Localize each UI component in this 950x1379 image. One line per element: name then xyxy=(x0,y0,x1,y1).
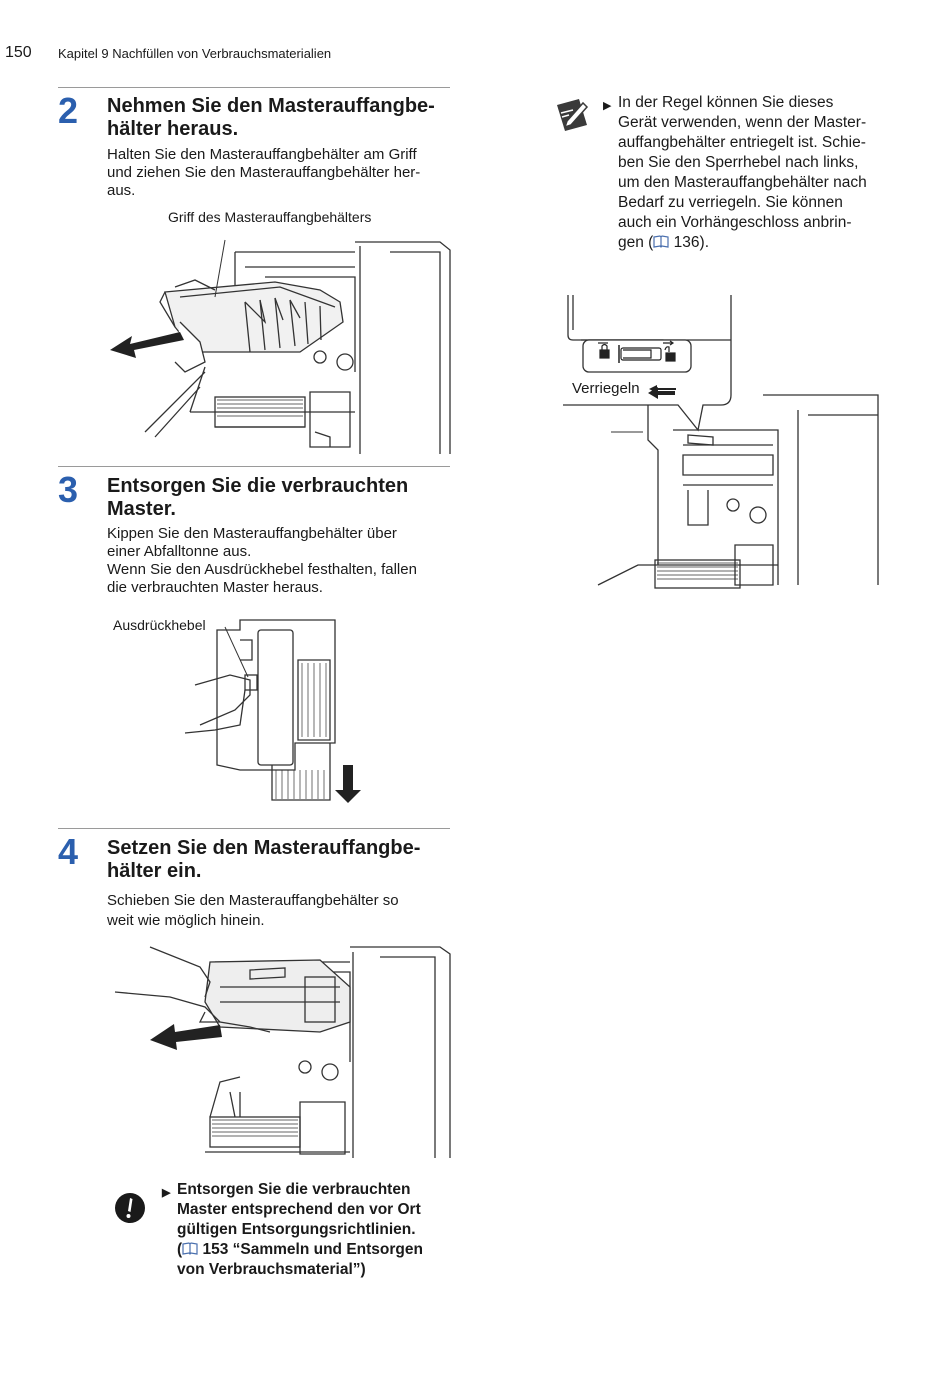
step-title-line: Setzen Sie den Masterauffangbe- xyxy=(107,837,421,859)
step-title-line: Nehmen Sie den Masterauffangbe- xyxy=(107,95,435,117)
step-divider xyxy=(58,828,450,829)
body-line: Wenn Sie den Ausdrückhebel festhalten, f… xyxy=(107,561,417,578)
warning-line: gültigen Entsorgungsrichtlinien. xyxy=(177,1221,416,1238)
note-line: auch ein Vorhängeschloss anbrin- xyxy=(618,214,852,231)
note-line: In der Regel können Sie dieses xyxy=(618,94,834,111)
warning-line: Master entsprechend den vor Ort xyxy=(177,1201,421,1218)
note-line: Bedarf zu verriegeln. Sie können xyxy=(618,194,843,211)
step-title: Entsorgen Sie die verbrauchten Master. xyxy=(107,475,457,521)
step-title-line: hälter ein. xyxy=(107,860,202,882)
page-number: 150 xyxy=(5,44,32,61)
note-line: Gerät verwenden, wenn der Master- xyxy=(618,114,867,131)
note-line: um den Masterauffangbehälter nach xyxy=(618,174,867,191)
body-line: einer Abfalltonne aus. xyxy=(107,543,252,560)
figure-label: Griff des Masterauffangbehälters xyxy=(168,209,372,225)
body-line: Halten Sie den Masterauffangbehälter am … xyxy=(107,146,417,163)
note-line: ben Sie den Sperrhebel nach links, xyxy=(618,154,859,171)
note-text: ▶ In der Regel können Sie dieses Gerät v… xyxy=(603,93,903,253)
bullet-triangle-icon: ▶ xyxy=(162,1187,171,1199)
book-icon xyxy=(653,235,669,248)
step-body: Schieben Sie den Masterauffangbehälter s… xyxy=(107,891,457,931)
body-line: die verbrauchten Master heraus. xyxy=(107,579,323,596)
body-line: und ziehen Sie den Masterauffangbehälter… xyxy=(107,164,421,181)
exclamation-icon xyxy=(115,1193,145,1223)
chapter-title: Kapitel 9 Nachfüllen von Verbrauchsmater… xyxy=(58,46,332,61)
step-divider xyxy=(58,466,450,467)
step-title: Nehmen Sie den Masterauffangbe- hälter h… xyxy=(107,95,457,141)
insert-container-illustration xyxy=(114,946,451,1158)
body-line: aus. xyxy=(107,182,136,199)
step-number: 2 xyxy=(58,90,79,131)
step-title: Setzen Sie den Masterauffangbe- hälter e… xyxy=(107,837,457,883)
step-body: Halten Sie den Masterauffangbehälter am … xyxy=(107,146,457,200)
step-number: 4 xyxy=(58,831,79,872)
note-line: auffangbehälter entriegelt ist. Schie- xyxy=(618,134,866,151)
figure-label: Ausdrückhebel xyxy=(113,617,206,633)
step-number: 3 xyxy=(58,469,79,510)
body-line: weit wie möglich hinein. xyxy=(107,912,265,929)
step-title-line: hälter heraus. xyxy=(107,118,239,140)
step-body: Kippen Sie den Masterauffangbehälter übe… xyxy=(107,525,457,597)
body-line: Kippen Sie den Masterauffangbehälter übe… xyxy=(107,525,397,542)
warning-text: ▶ Entsorgen Sie die verbrauchten Master … xyxy=(162,1180,462,1280)
warning-line: von Verbrauchsmaterial”) xyxy=(177,1261,366,1278)
lock-lever-illustration xyxy=(563,295,879,589)
step-title-line: Master. xyxy=(107,498,176,520)
book-icon xyxy=(182,1242,198,1255)
bullet-triangle-icon: ▶ xyxy=(603,100,612,112)
step-divider xyxy=(58,87,450,88)
warning-line: Entsorgen Sie die verbrauchten xyxy=(177,1181,411,1198)
arrow-left-icon xyxy=(649,385,676,393)
body-line: Schieben Sie den Masterauffangbehälter s… xyxy=(107,892,399,909)
note-reference[interactable]: gen ( 136). xyxy=(618,234,709,251)
step-title-line: Entsorgen Sie die verbrauchten xyxy=(107,475,409,497)
empty-container-illustration xyxy=(184,619,361,803)
remove-container-illustration xyxy=(110,239,451,454)
warning-reference[interactable]: ( 153 “Sammeln und Entsorgen xyxy=(177,1241,423,1258)
pencil-note-icon xyxy=(557,99,589,131)
lock-label: Verriegeln xyxy=(572,380,640,397)
